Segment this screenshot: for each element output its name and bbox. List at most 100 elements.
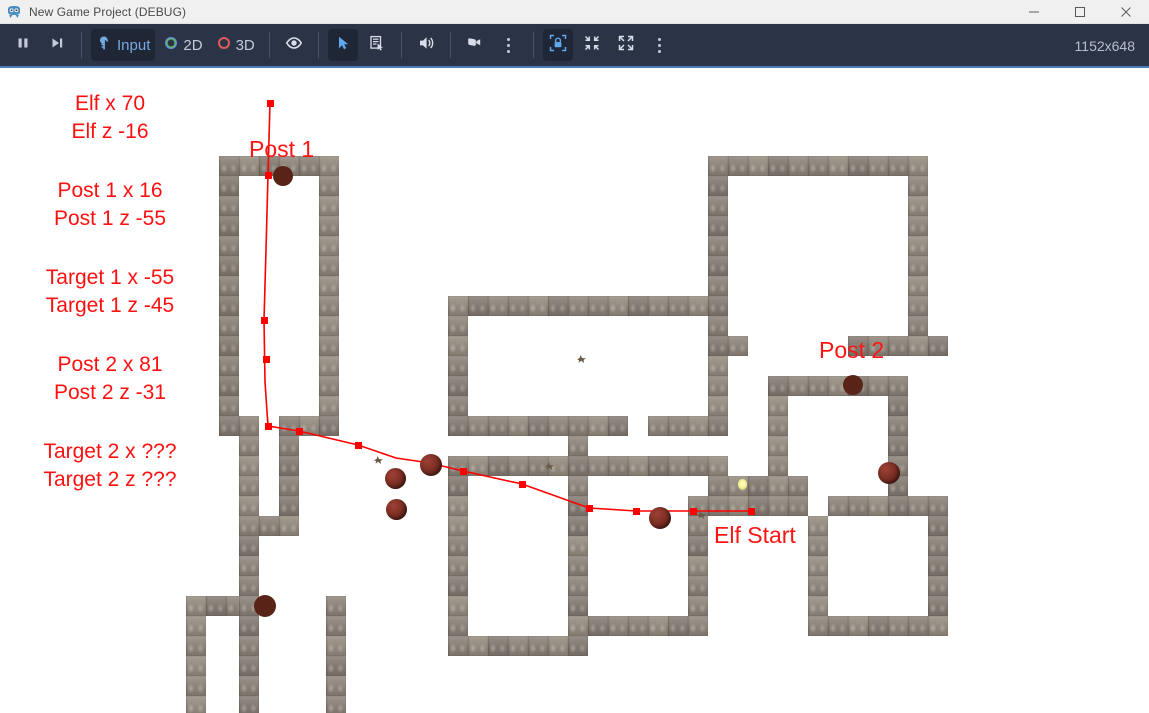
map-tile bbox=[326, 656, 346, 676]
map-tile bbox=[588, 296, 608, 316]
map-tile bbox=[219, 236, 239, 256]
minimize-button[interactable] bbox=[1011, 0, 1057, 24]
map-tile bbox=[219, 316, 239, 336]
map-tile bbox=[648, 296, 668, 316]
critter-sprite bbox=[697, 511, 706, 519]
map-tile bbox=[688, 536, 708, 556]
map-tile bbox=[279, 476, 299, 496]
path-waypoint-marker bbox=[632, 507, 640, 515]
map-label-post-1: Post 1 bbox=[249, 136, 315, 162]
map-tile bbox=[608, 416, 628, 436]
map-tile bbox=[528, 456, 548, 476]
app-icon bbox=[6, 4, 22, 20]
glow-sprite bbox=[738, 479, 747, 490]
map-tile bbox=[808, 556, 828, 576]
enemy-sphere bbox=[649, 507, 671, 529]
pause-button[interactable] bbox=[8, 29, 38, 61]
map-tile bbox=[768, 376, 788, 396]
map-tile bbox=[239, 516, 259, 536]
camera-button[interactable] bbox=[460, 29, 490, 61]
map-tile bbox=[888, 496, 908, 516]
map-tile bbox=[219, 416, 239, 436]
map-tile bbox=[488, 416, 508, 436]
enemy-sphere bbox=[386, 499, 407, 520]
tab-3d-label: 3D bbox=[235, 36, 255, 54]
tab-input[interactable]: Input bbox=[91, 29, 156, 61]
map-tile bbox=[708, 416, 728, 436]
path-waypoint-marker bbox=[518, 480, 526, 488]
path-waypoint-marker bbox=[459, 467, 467, 475]
shrink-view-button[interactable] bbox=[577, 29, 607, 61]
map-tile bbox=[239, 576, 259, 596]
tab-2d[interactable]: 2D bbox=[159, 29, 207, 61]
map-tile bbox=[319, 176, 339, 196]
visibility-button[interactable] bbox=[279, 29, 309, 61]
map-tile bbox=[219, 376, 239, 396]
map-tile bbox=[888, 616, 908, 636]
map-tile bbox=[768, 456, 788, 476]
map-tile bbox=[908, 316, 928, 336]
close-button[interactable] bbox=[1103, 0, 1149, 24]
map-tile bbox=[219, 276, 239, 296]
map-tile bbox=[279, 516, 299, 536]
map-tile bbox=[868, 336, 888, 356]
map-tile bbox=[628, 456, 648, 476]
map-tile bbox=[219, 296, 239, 316]
view-overflow-menu-button[interactable] bbox=[645, 29, 675, 61]
map-tile bbox=[608, 296, 628, 316]
hud-line: Elf z -16 bbox=[71, 120, 149, 143]
overflow-menu-button[interactable] bbox=[494, 29, 524, 61]
lock-viewport-button[interactable] bbox=[542, 29, 573, 61]
map-tile bbox=[908, 256, 928, 276]
expand-view-button[interactable] bbox=[611, 29, 641, 61]
tab-3d[interactable]: 3D bbox=[212, 29, 260, 61]
map-tile bbox=[868, 376, 888, 396]
map-tile bbox=[588, 416, 608, 436]
map-tile bbox=[568, 616, 588, 636]
map-tile bbox=[888, 156, 908, 176]
audio-button[interactable] bbox=[411, 29, 441, 61]
path-waypoint-marker bbox=[262, 355, 270, 363]
step-button[interactable] bbox=[42, 29, 72, 61]
map-tile bbox=[908, 496, 928, 516]
map-tile bbox=[768, 436, 788, 456]
map-tile bbox=[568, 436, 588, 456]
toolbar-separator bbox=[400, 32, 402, 58]
map-tile bbox=[239, 536, 259, 556]
map-tile bbox=[688, 616, 708, 636]
maximize-button[interactable] bbox=[1057, 0, 1103, 24]
pause-icon bbox=[16, 36, 30, 55]
map-tile bbox=[239, 696, 259, 713]
path-waypoint-marker bbox=[260, 316, 268, 324]
map-tile bbox=[448, 596, 468, 616]
path-waypoint-marker bbox=[264, 171, 272, 179]
map-tile bbox=[668, 456, 688, 476]
map-tile bbox=[808, 616, 828, 636]
camera-icon bbox=[466, 34, 483, 56]
enemy-sphere bbox=[385, 468, 406, 489]
map-tile bbox=[448, 296, 468, 316]
node-list-icon bbox=[369, 35, 385, 56]
enemy-sphere bbox=[420, 454, 442, 476]
speaker-icon bbox=[417, 34, 435, 57]
map-tile bbox=[888, 436, 908, 456]
map-tile bbox=[448, 396, 468, 416]
map-tile bbox=[319, 336, 339, 356]
node-list-button[interactable] bbox=[362, 29, 392, 61]
map-tile bbox=[648, 616, 668, 636]
map-tile bbox=[319, 396, 339, 416]
map-tile bbox=[808, 596, 828, 616]
map-tile bbox=[239, 656, 259, 676]
map-tile bbox=[448, 636, 468, 656]
map-tile bbox=[448, 376, 468, 396]
map-tile bbox=[688, 296, 708, 316]
critter-sprite bbox=[374, 456, 383, 464]
select-tool-button[interactable] bbox=[327, 29, 358, 61]
map-tile bbox=[259, 516, 279, 536]
map-tile bbox=[748, 156, 768, 176]
map-tile bbox=[186, 596, 206, 616]
map-tile bbox=[708, 476, 728, 496]
